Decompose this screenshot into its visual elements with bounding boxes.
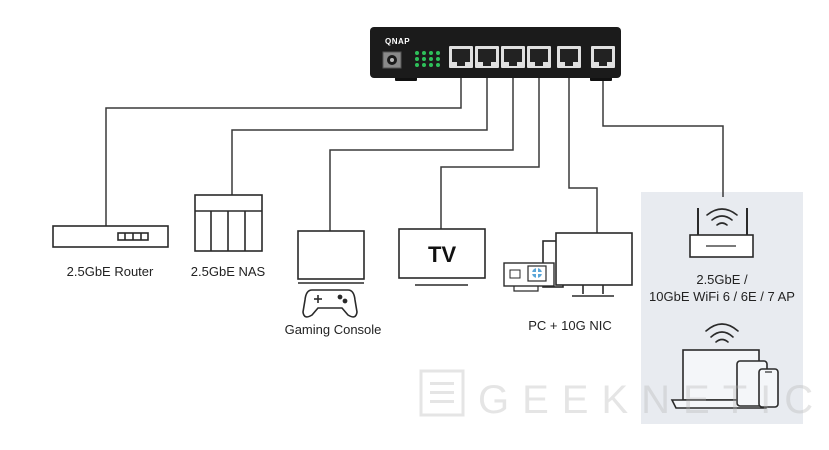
cable-pc [568,72,598,233]
watermark-logo-box [419,369,465,417]
nas-label: 2.5GbE NAS [190,264,266,279]
ap-label-line2: 10GbE WiFi 6 / 6E / 7 AP [649,289,795,304]
cables [105,72,724,233]
ethernet-port-2 [475,46,499,68]
cable-ap [602,72,724,197]
console-icon [297,230,365,318]
network-card-icon [503,262,555,292]
power-port [382,51,402,69]
switch-brand: QNAP [385,37,410,46]
cable-nas [231,72,488,195]
pc-label: PC + 10G NIC [528,318,612,333]
tv-screen-text: TV [428,242,456,267]
ethernet-port-1 [449,46,473,68]
ethernet-port-4 [527,46,551,68]
switch: QNAP [370,27,621,81]
tv-icon: TV [398,228,486,286]
phone-icon [758,368,779,408]
pc-icon [542,232,633,297]
watermark: GEEKNETIC [419,369,826,422]
ap-label-line1: 2.5GbE / [696,272,748,287]
router-label: 2.5GbE Router [66,264,154,279]
ethernet-port-3 [501,46,525,68]
watermark-text: GEEKNETIC [478,378,826,422]
cable-tv [440,72,540,229]
nas-icon [194,194,263,252]
wifi-icon-clients [705,323,739,343]
console-label: Gaming Console [284,322,382,337]
wifi-icon-ap [706,208,738,226]
cable-router [105,72,462,226]
cable-console [329,72,514,231]
status-leds [415,51,440,67]
router-icon [52,225,169,248]
access-point-icon [689,208,754,258]
ethernet-port-5 [557,46,581,68]
ethernet-port-6 [591,46,615,68]
watermark-logo-bars [430,382,454,403]
